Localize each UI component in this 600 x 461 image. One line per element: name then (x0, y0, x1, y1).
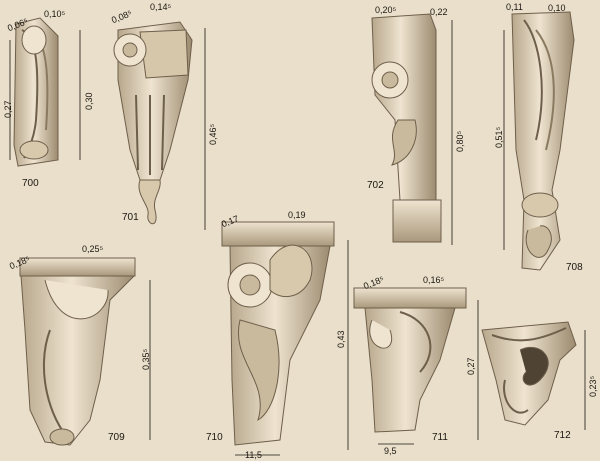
number-708: 708 (566, 262, 583, 273)
number-712: 712 (554, 430, 571, 441)
dim-709-c: 0,35⁵ (141, 348, 151, 370)
dim-700-b: 0,10⁵ (44, 9, 66, 19)
dim-700-d: 0,30 (84, 92, 94, 110)
bracket-712 (481, 321, 586, 430)
dim-702-a: 0,20⁵ (375, 5, 397, 15)
dim-711-b: 0,16⁵ (423, 275, 445, 285)
dim-711-c: 0,27 (466, 357, 476, 375)
dim-711-d: 9,5 (384, 446, 397, 456)
bracket-708 (503, 11, 575, 271)
dim-702-b: 0,22 (430, 7, 448, 17)
bracket-709 (19, 257, 151, 446)
dim-700-c: 0,27 (3, 100, 13, 118)
dim-710-d: 11,5 (245, 450, 262, 460)
dim-708-a: 0,11 (506, 2, 523, 12)
dim-710-b: 0,19 (288, 210, 306, 220)
number-710: 710 (206, 432, 223, 443)
dim-708-c: 0,51⁵ (494, 126, 504, 148)
dim-709-b: 0,25⁵ (82, 244, 104, 254)
bracket-702 (371, 13, 453, 245)
number-702: 702 (367, 180, 384, 191)
dim-710-c: 0,43 (336, 330, 346, 348)
number-711: 711 (432, 432, 448, 443)
number-701: 701 (122, 212, 139, 223)
dim-712-a: 0,23⁵ (588, 375, 598, 397)
dim-702-c: 0,80⁵ (455, 130, 465, 152)
number-700: 700 (22, 178, 39, 189)
dim-701-b: 0,14⁵ (150, 2, 172, 12)
bracket-700 (9, 17, 81, 167)
bracket-701 (113, 21, 206, 230)
bracket-710 (221, 221, 349, 456)
dim-701-c: 0,46⁵ (208, 123, 218, 145)
bracket-711 (353, 287, 479, 445)
dim-708-b: 0,10 (548, 3, 566, 13)
number-709: 709 (108, 432, 125, 443)
